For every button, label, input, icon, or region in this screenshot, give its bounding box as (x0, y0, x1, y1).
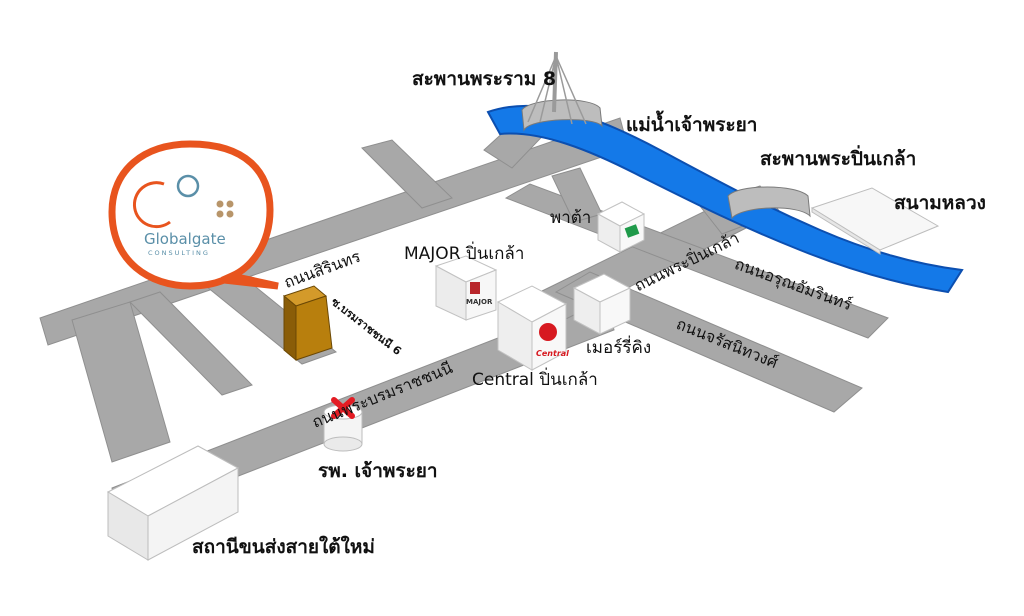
office-building (282, 285, 333, 362)
merry-king-building (572, 273, 632, 335)
label-rama8-bridge: สะพานพระราม 8 (412, 68, 557, 90)
pata-building (596, 201, 646, 253)
label-major: MAJOR ปิ่นเกล้า (404, 244, 525, 264)
label-hospital: รพ. เจ้าพระยา (318, 460, 438, 482)
logo-tagline: CONSULTING (148, 249, 210, 257)
major-logo-mark (470, 282, 480, 294)
label-central: Central ปิ่นเกล้า (472, 370, 598, 390)
chao-phraya-river (486, 104, 964, 294)
road-left-connector (71, 301, 171, 463)
pata-logo-mark (624, 224, 640, 238)
road-charan-sanitwong (554, 271, 863, 413)
label-sanam-luang: สนามหลวง (894, 192, 986, 214)
label-bus-terminal: สถานีขนส่งสายใต้ใหม่ (192, 536, 375, 558)
central-building: Central (496, 285, 569, 371)
label-pata: พาต้า (550, 208, 592, 228)
major-logo-text: MAJOR (466, 298, 493, 306)
pinklao-bridge (727, 186, 811, 220)
label-pinklao-bridge: สะพานพระปิ่นเกล้า (760, 148, 917, 170)
rama8-bridge (521, 51, 603, 132)
bus-terminal-block (106, 445, 240, 561)
hospital-building (323, 397, 363, 452)
major-building: MAJOR (434, 255, 498, 321)
globalgate-logo-icon (132, 174, 234, 229)
label-merry-king: เมอร์รี่คิง (586, 338, 652, 358)
hospital-cross-icon (331, 397, 355, 419)
road-top-stub (361, 139, 453, 209)
road-left-diagonal (129, 291, 253, 396)
globalgate-logo-bubble: Globalgate CONSULTING (108, 140, 279, 290)
logo-name: Globalgate (144, 230, 226, 248)
label-chao-phraya-river: แม่น้ำเจ้าพระยา (626, 114, 758, 136)
central-logo-text: Central (536, 349, 569, 358)
sanam-luang-block (810, 187, 940, 255)
central-logo-mark (539, 323, 557, 341)
